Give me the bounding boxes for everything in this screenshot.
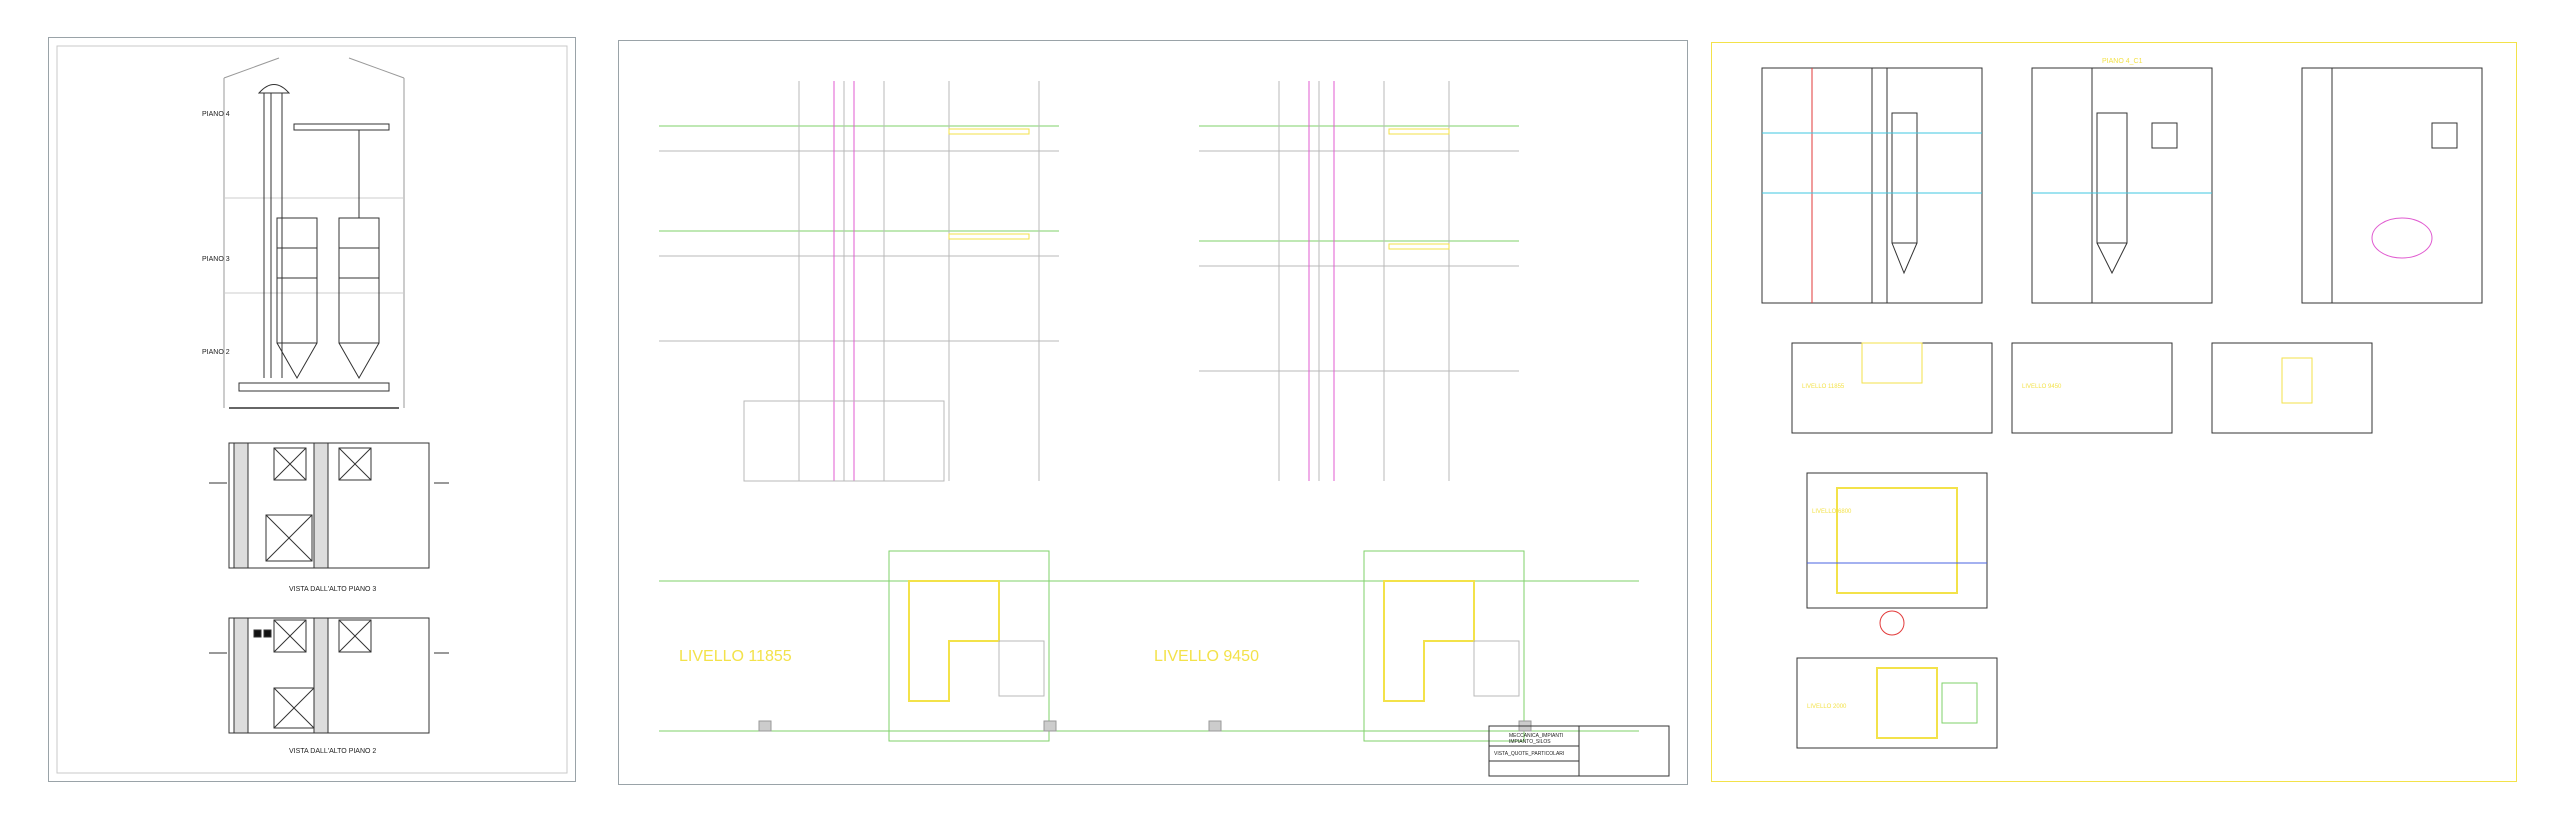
right-plan-bottom — [1796, 657, 1998, 749]
plan-label-2000: LIVELLO 2000 — [1807, 704, 1847, 710]
plan-piano-2 — [209, 617, 449, 734]
lower-plan-strip — [659, 550, 1639, 742]
right-drawing: PIANO 4_C1 — [1761, 58, 2483, 749]
floor-label-4: PIANO 4 — [202, 111, 230, 118]
level-label-9450: LIVELLO 9450 — [1154, 648, 1259, 665]
plan-title-piano-3: VISTA DALL'ALTO PIANO 3 — [289, 586, 376, 593]
sheet-center: LIVELLO 11855 LIVELLO 9450 MECCANICA_IMP… — [618, 40, 1688, 785]
floor-label-3: PIANO 3 — [202, 256, 230, 263]
sheet-right: PIANO 4_C1 — [1711, 42, 2517, 782]
plan-label-9450: LIVELLO 9450 — [2022, 384, 2062, 390]
plan-label-11855: LIVELLO 11855 — [1802, 384, 1845, 390]
right-plans-row — [1791, 342, 2373, 434]
center-drawing: LIVELLO 11855 LIVELLO 9450 MECCANICA_IMP… — [659, 81, 1670, 777]
floor-label-2: PIANO 2 — [202, 349, 230, 356]
upper-section-right — [1199, 81, 1519, 481]
right-elevations — [1761, 67, 2483, 304]
plan-title-piano-2: VISTA DALL'ALTO PIANO 2 — [289, 748, 376, 755]
right-plan-large — [1806, 472, 1988, 636]
title-block-line-3: VISTA_QUOTE_PARTICOLARI — [1494, 751, 1564, 757]
title-block-line-1: MECCANICA_IMPIANTI — [1509, 733, 1563, 739]
silo-elevation — [223, 57, 405, 409]
left-drawing: PIANO 4 PIANO 3 PIANO 2 VISTA DALL'ALTO … — [56, 45, 568, 774]
level-label-11855: LIVELLO 11855 — [679, 648, 792, 665]
right-sheet-title: PIANO 4_C1 — [2102, 58, 2143, 65]
plan-label-6800: LIVELLO 6800 — [1812, 509, 1852, 515]
plan-piano-3 — [209, 442, 449, 569]
sheet-left: PIANO 4 PIANO 3 PIANO 2 VISTA DALL'ALTO … — [48, 37, 576, 782]
title-block-line-2: IMPIANTO_SILOS — [1509, 739, 1551, 745]
title-block — [1488, 725, 1670, 777]
upper-section-left — [659, 81, 1059, 482]
